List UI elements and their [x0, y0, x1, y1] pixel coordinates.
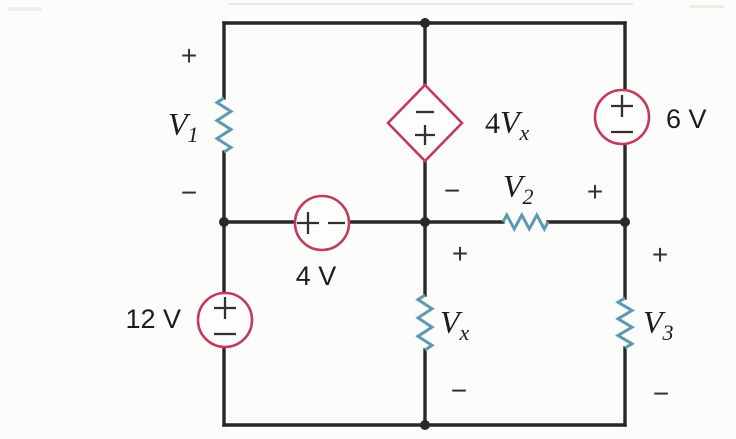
- node-dot: [420, 18, 430, 28]
- polarity-plus-v1: +: [181, 40, 197, 71]
- resistor-zigzag: [615, 296, 635, 350]
- polarity-plus-v3: +: [652, 239, 668, 270]
- label-v1: V1: [168, 106, 199, 147]
- label-source-12v: 12 V: [125, 304, 181, 334]
- polarity-minus-v2: −: [444, 175, 460, 206]
- polarity-minus-v3: −: [653, 378, 669, 409]
- source-12v: [196, 291, 254, 349]
- scan-artifact: [8, 3, 724, 11]
- resistor-zigzag: [214, 96, 234, 154]
- label-v2: V2: [503, 168, 534, 209]
- polarity-minus-v1: −: [181, 177, 197, 208]
- source-4v: [293, 194, 351, 252]
- source-6v: [593, 88, 651, 146]
- resistor-vx: [415, 293, 435, 352]
- dependent-source-4vx: [386, 83, 464, 163]
- label-v3: V3: [643, 304, 674, 345]
- polarity-plus-v2: +: [587, 176, 603, 207]
- resistor-v1: [214, 96, 234, 154]
- label-dep-source: 4Vx: [485, 104, 530, 145]
- label-vx: Vx: [440, 304, 470, 345]
- label-source-4v: 4 V: [296, 261, 337, 291]
- node-dots: [219, 18, 630, 430]
- node-dot: [620, 217, 630, 227]
- resistor-zigzag: [501, 211, 550, 233]
- resistor-v2: [501, 211, 550, 233]
- label-source-6v: 6 V: [666, 104, 707, 134]
- node-dot: [420, 217, 430, 227]
- polarity-minus-vx: −: [451, 375, 467, 406]
- polarity-plus-vx: +: [452, 238, 468, 269]
- source-circle: [196, 291, 254, 349]
- resistor-v3: [615, 296, 635, 350]
- node-dot: [219, 217, 229, 227]
- diamond-source: [386, 83, 464, 163]
- resistor-zigzag: [415, 293, 435, 352]
- node-dot: [420, 420, 430, 430]
- source-circle: [293, 194, 351, 252]
